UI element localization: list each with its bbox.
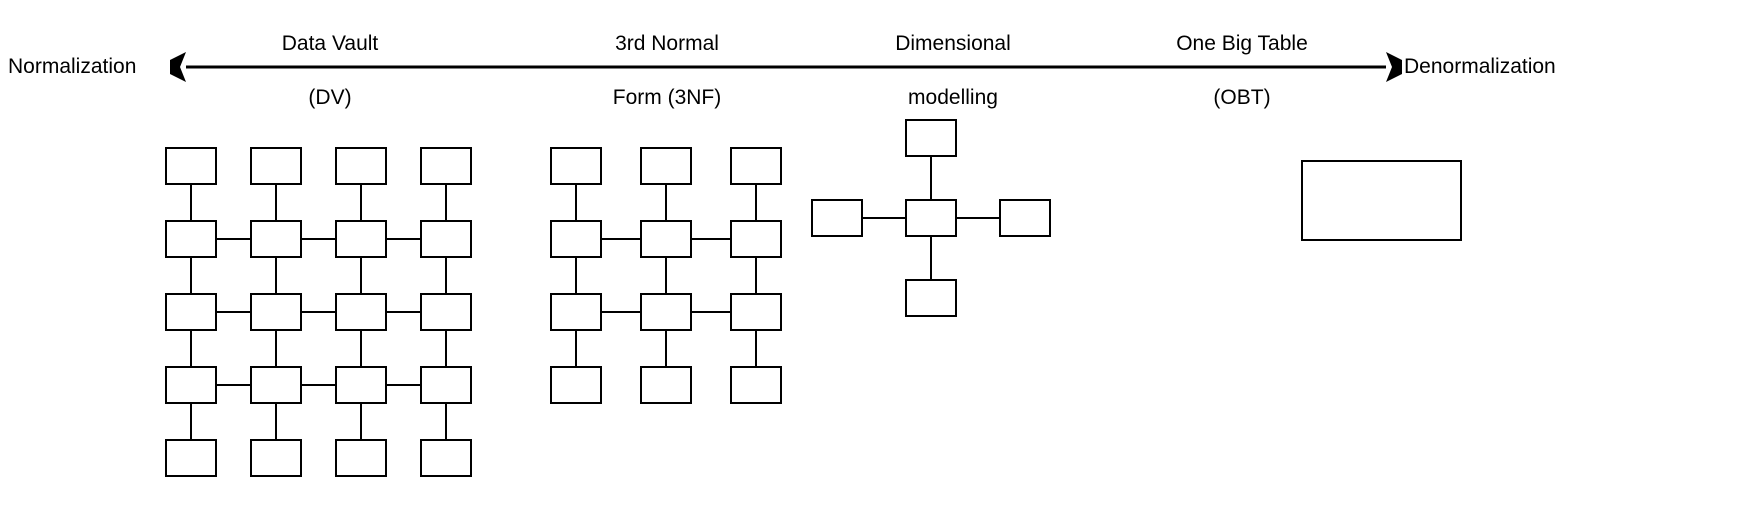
data-vault-node [335, 366, 387, 404]
dimensional-connector-right [957, 217, 999, 219]
data-vault-connector-vertical [275, 404, 277, 439]
one-big-table-node [1301, 160, 1462, 241]
axis-label-normalization: Normalization [8, 55, 137, 78]
third-normal-form-node [640, 147, 692, 185]
data-vault-connector-vertical [360, 331, 362, 366]
third-normal-form-connector-vertical [755, 258, 757, 293]
data-vault-node [165, 147, 217, 185]
data-vault-node [335, 147, 387, 185]
dimensional-node-right [999, 199, 1051, 237]
data-vault-node [165, 293, 217, 331]
data-vault-connector-vertical [360, 404, 362, 439]
data-vault-node [420, 293, 472, 331]
third-normal-form-node [730, 293, 782, 331]
stage-label-dimensional-line1: Dimensional [895, 32, 1011, 55]
data-vault-connector-horizontal [217, 238, 250, 240]
third-normal-form-connector-horizontal [602, 238, 640, 240]
data-vault-connector-vertical [445, 258, 447, 293]
third-normal-form-connector-vertical [665, 185, 667, 220]
stage-label-dimensional-line2: modelling [908, 86, 998, 109]
stage-label-3nf-line1: 3rd Normal [615, 32, 719, 55]
data-vault-connector-horizontal [302, 384, 335, 386]
dimensional-node-top [905, 119, 957, 157]
data-vault-node [420, 147, 472, 185]
data-vault-connector-horizontal [302, 238, 335, 240]
stage-label-3nf: 3rd Normal Form (3NF) [613, 3, 722, 138]
spectrum-double-arrow-icon [170, 52, 1402, 82]
data-vault-node [420, 220, 472, 258]
data-vault-node [250, 439, 302, 477]
third-normal-form-connector-vertical [575, 331, 577, 366]
data-vault-node [165, 366, 217, 404]
data-vault-node [335, 439, 387, 477]
data-vault-connector-horizontal [387, 384, 420, 386]
data-vault-connector-vertical [360, 185, 362, 220]
stage-label-obt-line1: One Big Table [1176, 32, 1308, 55]
dimensional-node-bottom [905, 279, 957, 317]
data-vault-node [335, 220, 387, 258]
third-normal-form-node [550, 147, 602, 185]
stage-label-dimensional-modelling: Dimensional modelling [895, 3, 1011, 138]
data-vault-node [250, 366, 302, 404]
data-vault-connector-vertical [190, 258, 192, 293]
data-vault-connector-vertical [275, 258, 277, 293]
data-vault-connector-vertical [190, 185, 192, 220]
data-vault-node [420, 439, 472, 477]
third-normal-form-node [640, 293, 692, 331]
third-normal-form-node [550, 293, 602, 331]
data-vault-connector-vertical [445, 185, 447, 220]
data-vault-node [250, 293, 302, 331]
data-vault-connector-horizontal [302, 311, 335, 313]
data-vault-connector-horizontal [217, 384, 250, 386]
dimensional-connector-bottom [930, 237, 932, 279]
data-vault-connector-vertical [445, 331, 447, 366]
third-normal-form-connector-vertical [755, 185, 757, 220]
third-normal-form-connector-horizontal [602, 311, 640, 313]
data-vault-connector-vertical [275, 331, 277, 366]
dimensional-connector-top [930, 157, 932, 199]
stage-label-data-vault-line2: (DV) [308, 86, 352, 109]
stage-label-data-vault: Data Vault (DV) [282, 3, 379, 138]
data-vault-connector-horizontal [387, 311, 420, 313]
data-vault-node [250, 147, 302, 185]
dimensional-connector-left [863, 217, 905, 219]
data-vault-connector-horizontal [217, 311, 250, 313]
data-vault-node [335, 293, 387, 331]
third-normal-form-node [640, 220, 692, 258]
third-normal-form-node [730, 220, 782, 258]
data-vault-connector-vertical [445, 404, 447, 439]
data-vault-connector-vertical [275, 185, 277, 220]
third-normal-form-node [550, 220, 602, 258]
data-vault-node [165, 220, 217, 258]
dimensional-node-left [811, 199, 863, 237]
data-vault-connector-vertical [190, 331, 192, 366]
third-normal-form-node [640, 366, 692, 404]
third-normal-form-connector-horizontal [692, 311, 730, 313]
third-normal-form-connector-vertical [665, 331, 667, 366]
data-vault-connector-vertical [190, 404, 192, 439]
third-normal-form-connector-horizontal [692, 238, 730, 240]
third-normal-form-connector-vertical [575, 185, 577, 220]
third-normal-form-node [730, 147, 782, 185]
third-normal-form-connector-vertical [575, 258, 577, 293]
stage-label-obt-line2: (OBT) [1213, 86, 1271, 109]
axis-label-denormalization: Denormalization [1404, 55, 1556, 78]
data-vault-connector-vertical [360, 258, 362, 293]
third-normal-form-connector-vertical [665, 258, 667, 293]
dimensional-node-center [905, 199, 957, 237]
third-normal-form-node [730, 366, 782, 404]
third-normal-form-connector-vertical [755, 331, 757, 366]
third-normal-form-node [550, 366, 602, 404]
data-vault-node [420, 366, 472, 404]
data-vault-node [250, 220, 302, 258]
stage-label-3nf-line2: Form (3NF) [612, 86, 722, 109]
data-vault-node [165, 439, 217, 477]
data-vault-connector-horizontal [387, 238, 420, 240]
stage-label-data-vault-line1: Data Vault [281, 32, 379, 55]
stage-label-one-big-table: One Big Table (OBT) [1176, 3, 1308, 138]
